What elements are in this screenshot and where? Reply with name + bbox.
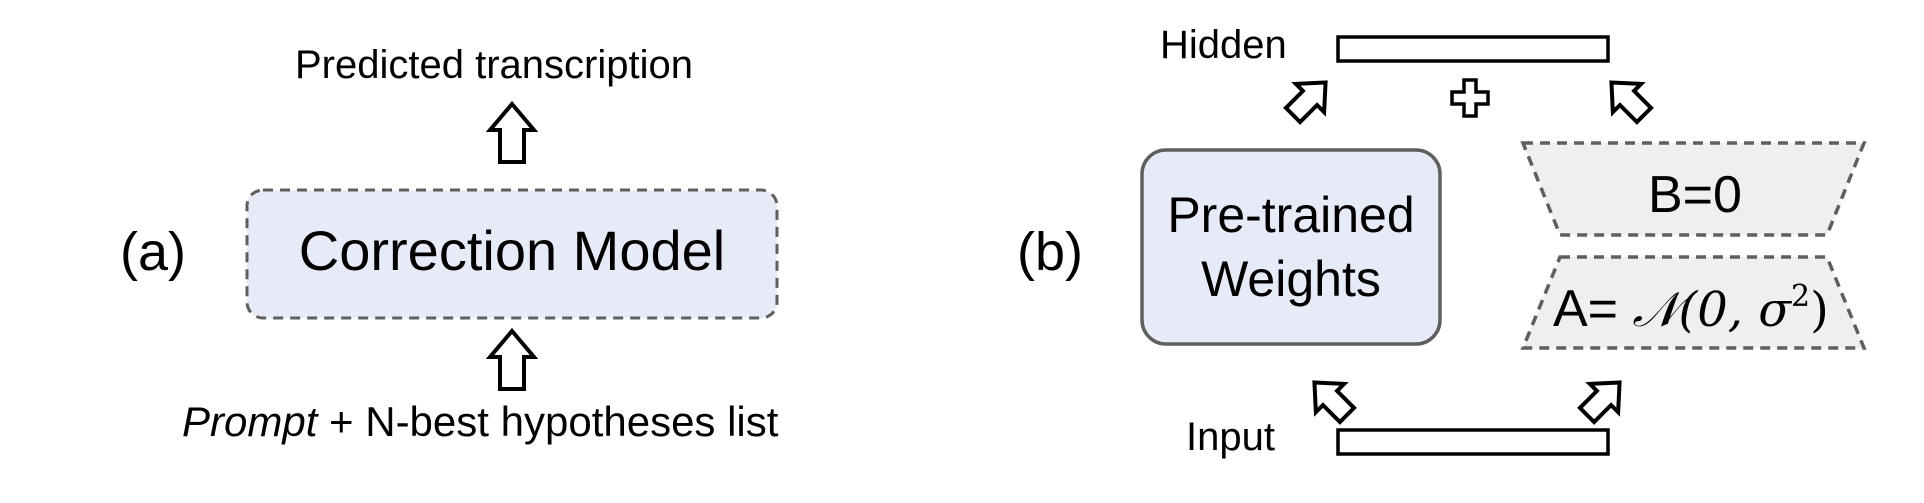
correction-model-box (245, 188, 779, 320)
hollow-arrow-icon (1283, 80, 1328, 125)
lora-a-matrix (1520, 255, 1867, 350)
lora-b-matrix (1520, 141, 1867, 237)
n-best-text: + N-best hypotheses list (317, 398, 778, 445)
pretrained-weights-box (1140, 148, 1442, 346)
a-exponent: 2 (1791, 279, 1810, 314)
panel-b: (b) Hidden Pre-trained Weights B=0 A= 𝒩(… (1017, 23, 1867, 459)
correction-model-label: Correction Model (299, 219, 725, 282)
output-label: Predicted transcription (295, 43, 693, 87)
hidden-label: Hidden (1160, 23, 1287, 67)
hollow-arrow-icon (1577, 380, 1622, 425)
prompt-word: Prompt (182, 398, 320, 445)
panel-a-label: (a) (120, 222, 186, 282)
up-arrow-icon (485, 100, 539, 164)
input-bar (1336, 428, 1610, 456)
a-prefix: A= (1553, 280, 1633, 338)
input-text: Prompt + N-best hypotheses list (182, 398, 779, 445)
pretrained-line1: Pre-trained (1167, 187, 1414, 243)
up-arrow-icon (485, 327, 539, 391)
hidden-bar (1336, 35, 1610, 63)
hollow-arrow-icon (1609, 80, 1654, 125)
plus-icon (1450, 78, 1490, 118)
a-close-paren: ) (1810, 282, 1829, 338)
lora-a-label: A= 𝒩(0, σ2) (1553, 279, 1829, 338)
pretrained-line2: Weights (1201, 251, 1381, 307)
panel-b-label: (b) (1017, 222, 1083, 282)
panel-a: Predicted transcription Correction Model… (120, 43, 779, 445)
input-label: Input (1186, 415, 1275, 459)
hollow-arrow-icon (1312, 380, 1357, 425)
a-distribution: 𝒩(0, σ (1633, 282, 1793, 338)
lora-b-label: B=0 (1648, 166, 1742, 224)
